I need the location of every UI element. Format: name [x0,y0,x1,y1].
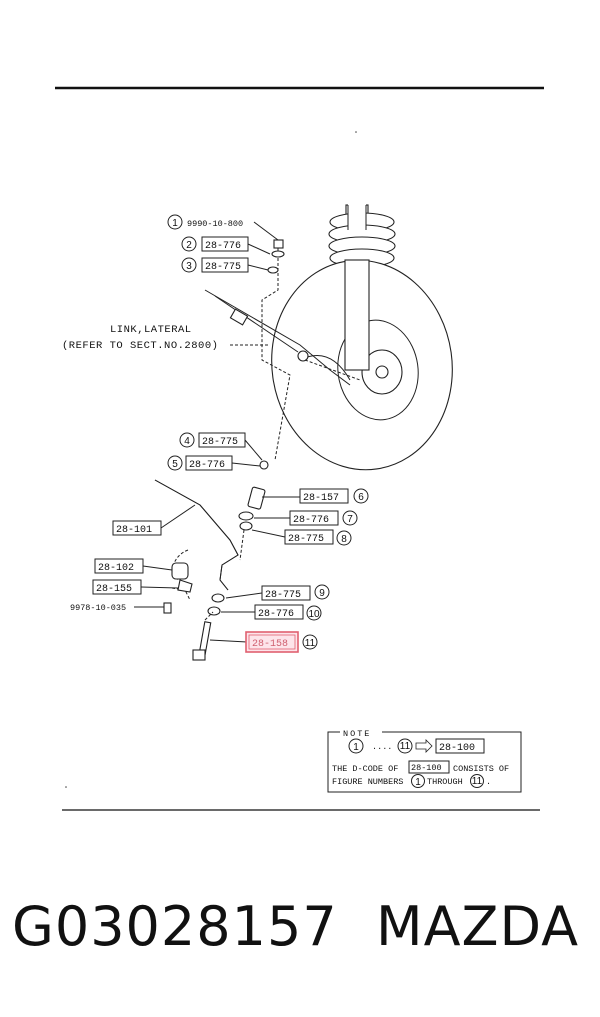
callout-10-code: 28-776 [258,609,294,620]
label-28-101-code: 28-101 [116,525,152,536]
note-range-start: 1 [353,742,359,753]
lower-parts [192,460,269,661]
callout-9-number: 9 [319,588,325,599]
label-9978-10-035-code: 9978-10-035 [70,603,126,613]
callout-11[interactable]: 28-158 11 [209,631,318,653]
note-box: NOTE 1 .... 11 28-100 THE D-CODE OF 28-1… [327,727,522,793]
callout-6[interactable]: 28-157 6 [262,488,369,504]
callout-6-code: 28-157 [303,493,339,504]
label-28-155[interactable]: 28-155 [92,579,179,595]
callout-11-number: 11 [305,638,316,649]
callout-7[interactable]: 28-776 7 [254,510,358,526]
highlight-box [245,631,299,653]
callout-1-number: 1 [172,218,178,229]
callout-2[interactable]: 2 28-776 [181,236,271,255]
callout-5[interactable]: 5 28-776 [167,455,261,471]
callout-4[interactable]: 4 28-775 [179,432,263,461]
bushing-bracket [163,562,193,614]
callout-1[interactable]: 1 9990-10-800 [167,214,279,241]
callout-3-code: 28-775 [205,262,241,273]
note-line2-mid: THROUGH [427,777,463,787]
note-line2-end: . [486,777,491,787]
lateral-link-line1: LINK,LATERAL [110,324,192,336]
callout-5-code: 28-776 [189,460,225,471]
note-line1-pre: THE D-CODE OF [332,764,398,774]
part-number: G03028157 [12,895,338,958]
callout-1-code: 9990-10-800 [187,219,243,229]
lateral-link-line2: (REFER TO SECT.NO.2800) [62,340,218,352]
label-28-102-code: 28-102 [98,563,134,574]
note-range-end: 11 [400,741,411,752]
brand-name: MAZDA [376,895,580,958]
parts-diagram: 1 9990-10-800 2 28-776 3 28-775 LINK,LAT… [55,86,544,811]
callout-4-code: 28-775 [202,437,238,448]
note-title: NOTE [343,729,371,739]
note-line2-end-num: 11 [472,776,483,787]
note-line1-code: 28-100 [411,763,442,773]
top-nut-assembly [267,239,285,274]
callout-9-code: 28-775 [265,590,301,601]
note-line2-start: 1 [415,777,421,788]
callout-5-number: 5 [172,459,178,470]
callout-11-code: 28-158 [252,639,288,650]
callout-8[interactable]: 28-775 8 [251,529,352,546]
wheel-tire [271,259,453,471]
stud-path [261,248,291,461]
callout-7-code: 28-776 [293,515,329,526]
callout-3[interactable]: 3 28-775 [181,257,269,273]
axle-link [204,289,361,386]
callout-6-number: 6 [358,492,364,503]
stabilizer-bar [154,479,239,601]
callout-7-number: 7 [347,514,353,525]
note-line2-pre: FIGURE NUMBERS [332,777,403,787]
callout-10-number: 10 [308,609,320,620]
label-9978-10-035[interactable]: 9978-10-035 [70,603,164,613]
note-range-code: 28-100 [439,743,475,754]
callout-2-code: 28-776 [205,241,241,252]
callout-4-number: 4 [184,436,190,447]
label-28-102[interactable]: 28-102 [94,558,173,574]
callout-10[interactable]: 28-776 10 [221,604,322,621]
label-28-155-code: 28-155 [96,584,132,595]
callout-2-number: 2 [186,240,192,251]
callout-8-number: 8 [341,534,347,545]
svg-text:....: .... [372,742,392,752]
callout-8-code: 28-775 [288,534,324,545]
note-line1-post: CONSISTS OF [453,764,509,774]
lateral-link-label: LINK,LATERAL (REFER TO SECT.NO.2800) [62,324,270,352]
label-28-101[interactable]: 28-101 [112,504,196,536]
footer: G03028157 MAZDA [0,895,600,985]
callout-9[interactable]: 28-775 9 [225,584,330,601]
callout-3-number: 3 [186,261,192,272]
